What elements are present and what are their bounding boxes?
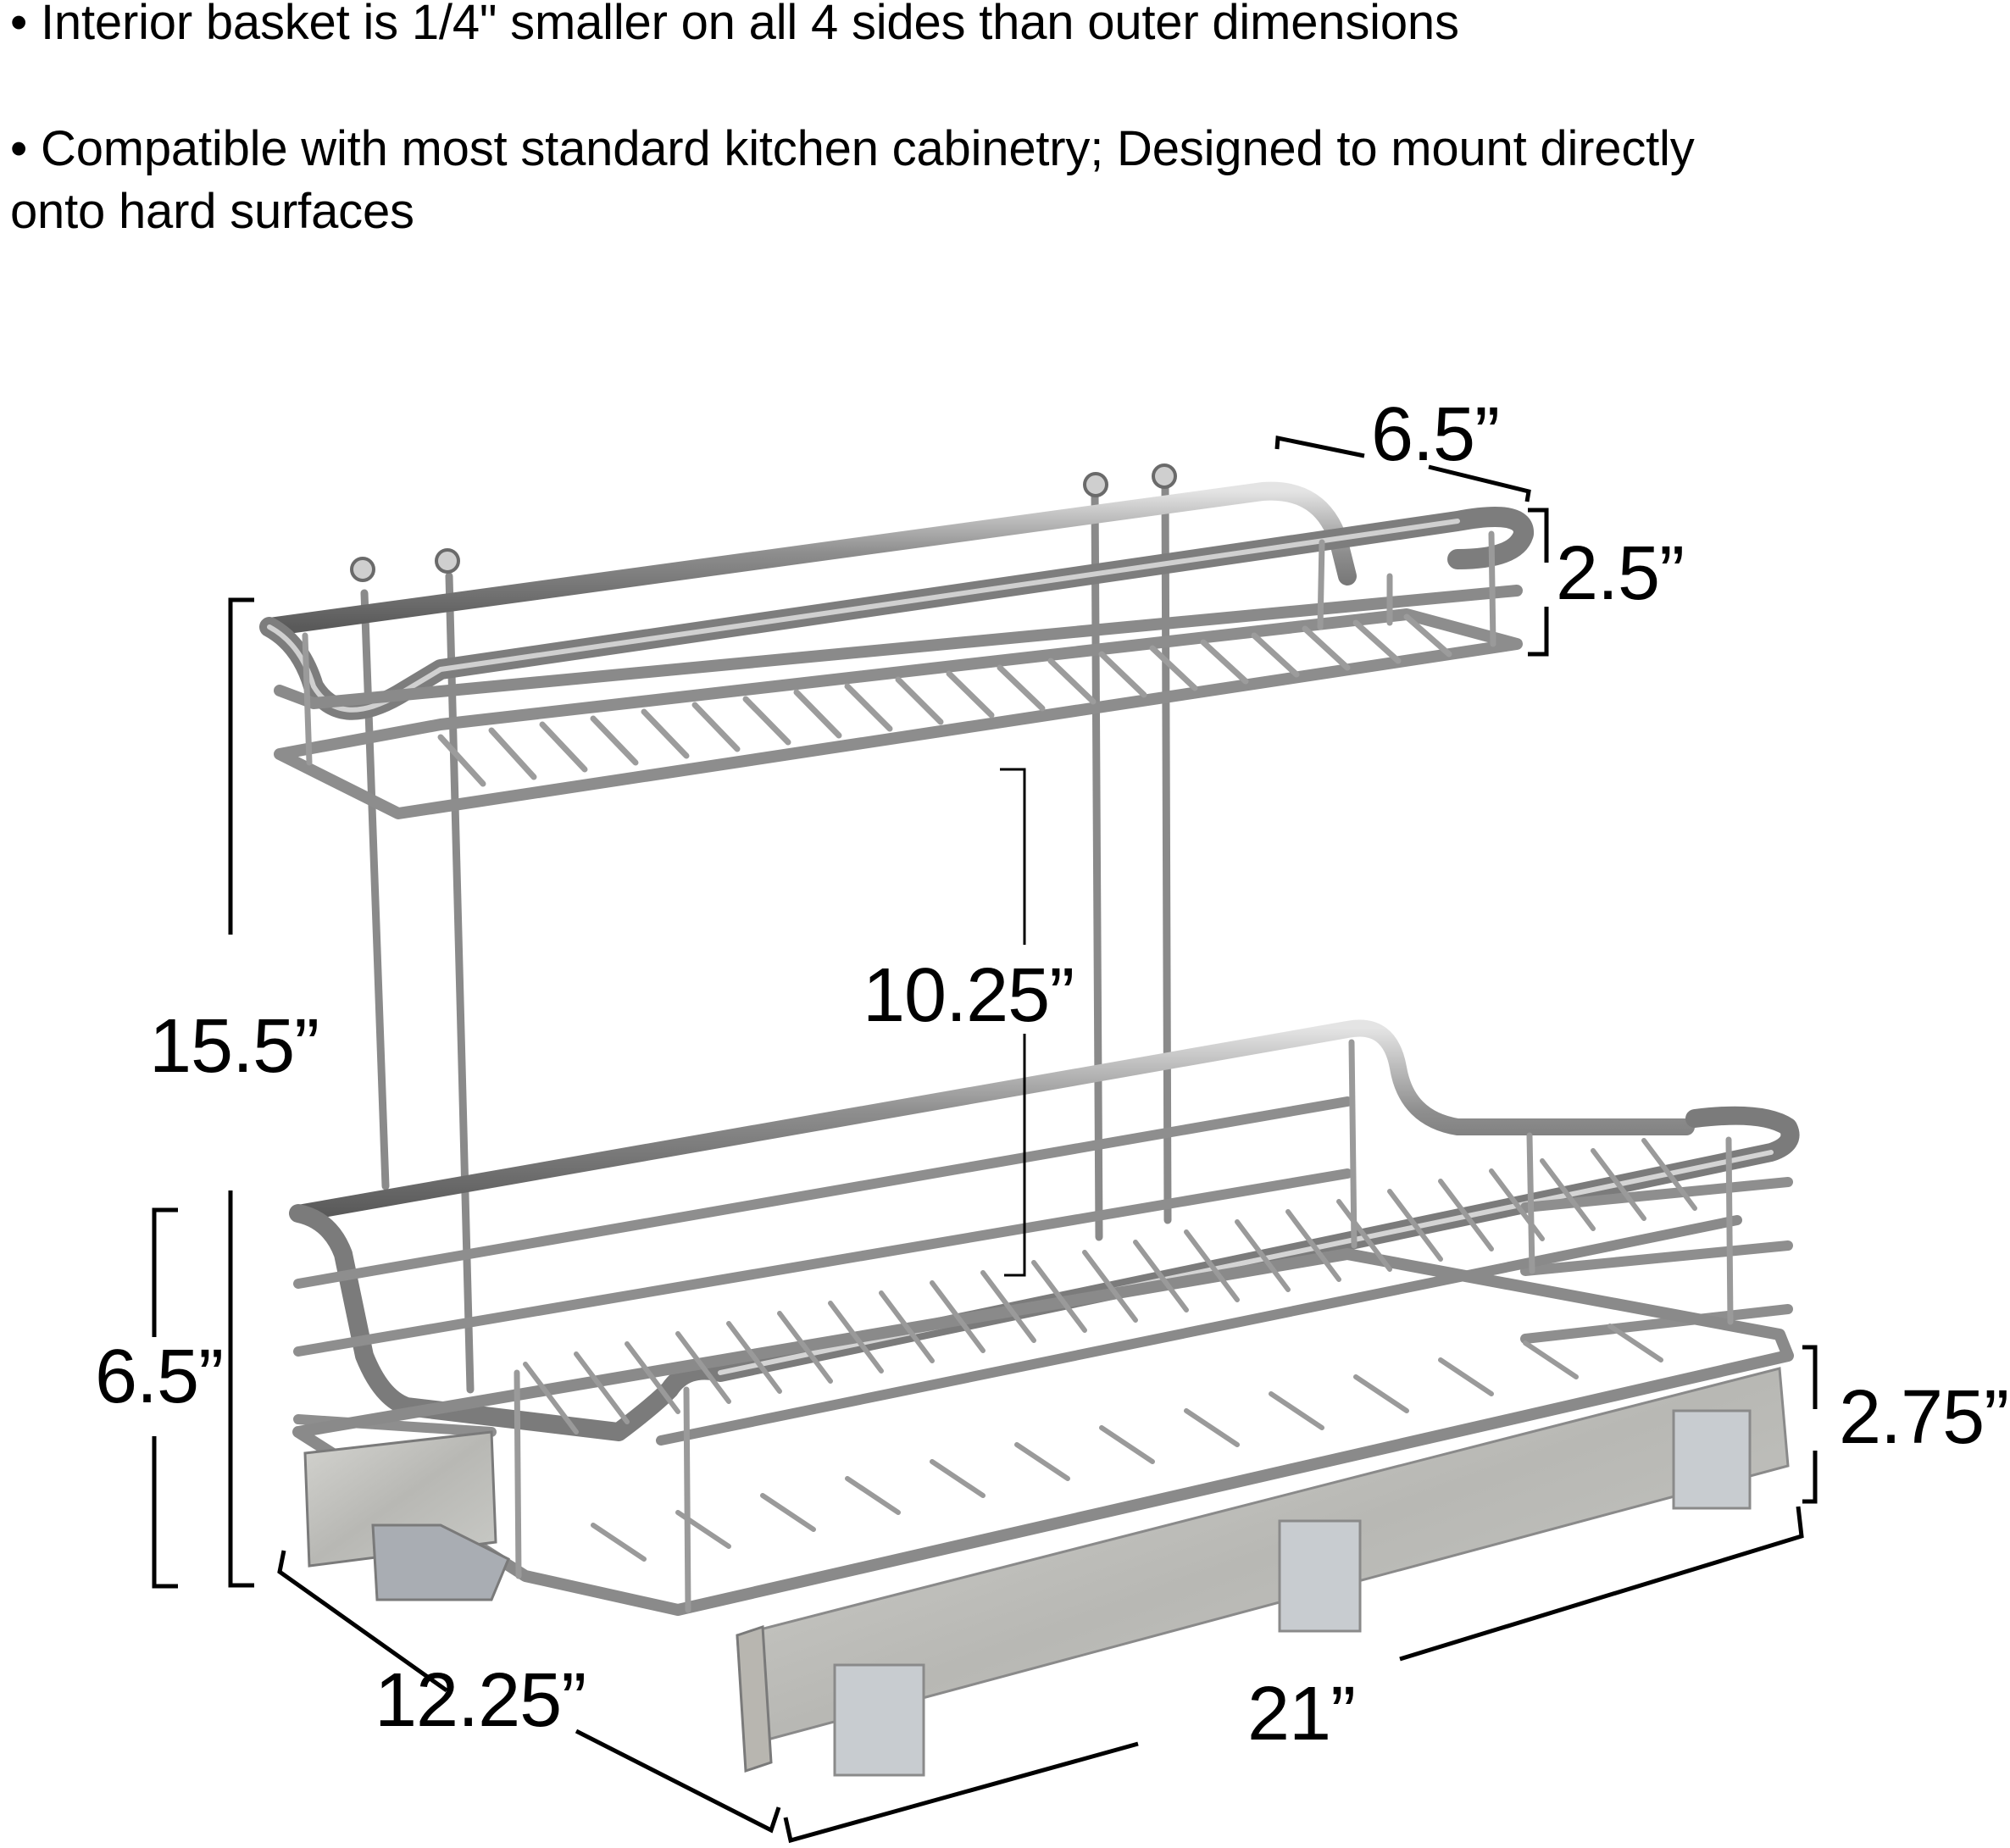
- label-depth: 21”: [1247, 1672, 1356, 1756]
- upper-shelf-wires: [437, 613, 1452, 787]
- dim-basket-height-upper: [152, 1207, 178, 1337]
- dim-top-height-upper: [1528, 508, 1549, 563]
- dim-width-upper: [277, 1550, 448, 1693]
- slide-rails: [303, 1367, 1790, 1777]
- dim-depth-upper: [1399, 1506, 1804, 1662]
- dim-clearance-lower: [1004, 1034, 1026, 1277]
- rail-bracket-front: [833, 1663, 925, 1777]
- dim-rail-height-upper: [1802, 1345, 1818, 1409]
- label-width: 12.25”: [375, 1658, 586, 1743]
- upper-shelf: [259, 463, 1534, 1394]
- label-top-basket-height: 2.5”: [1556, 531, 1685, 616]
- rail-bracket-rear: [1672, 1409, 1752, 1510]
- dim-top-height-lower: [1528, 607, 1549, 657]
- dim-overall-height-upper: [228, 597, 254, 935]
- bullet-interior-basket: • Interior basket is 1/4" smaller on all…: [10, 0, 1459, 50]
- dim-rail-height-lower: [1802, 1451, 1818, 1504]
- label-basket-height: 6.5”: [95, 1335, 224, 1419]
- rail-bracket-middle: [1278, 1519, 1362, 1633]
- label-rail-height: 2.75”: [1839, 1375, 2009, 1460]
- post-knobs: [350, 463, 1177, 582]
- lower-basket: [289, 1019, 1800, 1616]
- dim-basket-height-lower: [152, 1436, 178, 1589]
- label-top-depth: 6.5”: [1371, 392, 1500, 477]
- label-shelf-clearance: 10.25”: [863, 953, 1074, 1038]
- dim-clearance-upper: [1000, 768, 1026, 945]
- dim-overall-height-lower: [228, 1190, 254, 1588]
- dim-depth-lower: [783, 1741, 1139, 1844]
- dim-top-depth-right: [1428, 464, 1531, 502]
- label-overall-height: 15.5”: [149, 1004, 319, 1089]
- left-mounting-bracket: [371, 1523, 510, 1601]
- dim-top-depth-left: [1274, 435, 1365, 458]
- dim-width-lower: [575, 1729, 781, 1834]
- lower-basket-wires: [523, 1138, 1697, 1562]
- bullet-compatibility-continued: onto hard surfaces: [10, 184, 414, 239]
- bullet-compatibility: • Compatible with most standard kitchen …: [10, 121, 1695, 176]
- dimension-lines: [152, 435, 1818, 1844]
